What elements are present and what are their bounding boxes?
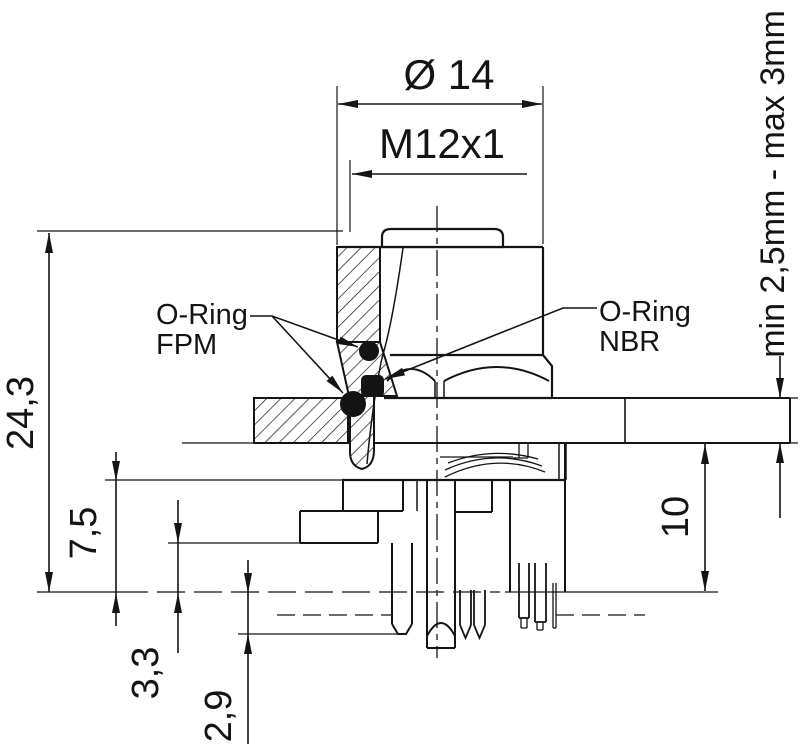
- mounting-panel-section: [182, 397, 798, 444]
- dim-height-step: 3,3: [125, 500, 300, 699]
- o-ring-fpm-lower: [340, 391, 366, 417]
- dim-diameter: Ø 14: [336, 51, 544, 245]
- dim-height-step-label: 3,3: [125, 647, 167, 700]
- dim-thread: M12x1: [349, 120, 527, 232]
- contact-pins: [391, 480, 486, 649]
- dim-diameter-label: Ø 14: [403, 51, 494, 98]
- dim-pin-protrusion: 2,9: [198, 560, 403, 744]
- dim-pin-protrusion-label: 2,9: [198, 690, 240, 743]
- center-contact: [426, 480, 456, 649]
- o-ring-nbr: [361, 375, 384, 397]
- right-pin-2: [473, 590, 486, 641]
- dim-height-total-label: 24,3: [0, 376, 42, 450]
- rear-body: [299, 443, 567, 592]
- oring-fpm-callout: O-Ring FPM: [156, 299, 359, 394]
- hex-nut: [384, 353, 554, 400]
- dim-rear-depth: 10: [655, 444, 709, 591]
- o-ring-fpm-upper: [359, 341, 379, 361]
- oring-nbr-callout: O-Ring NBR: [384, 296, 691, 380]
- solder-tabs: [518, 563, 557, 631]
- left-pin: [391, 543, 413, 635]
- connector-body: [337, 227, 545, 465]
- dim-thread-label: M12x1: [379, 120, 505, 167]
- oring-nbr-label-line1: O-Ring: [599, 296, 691, 328]
- dim-panel-thickness: min 2,5mm - max 3mm: [754, 10, 792, 518]
- reference-lines: [37, 591, 718, 616]
- dim-panel-thickness-label: min 2,5mm - max 3mm: [754, 10, 792, 358]
- dim-height-flange-label: 7,5: [63, 507, 105, 560]
- oring-fpm-label-line2: FPM: [156, 329, 217, 361]
- right-pin-1: [459, 590, 472, 641]
- dim-height-flange: 7,5: [63, 452, 342, 626]
- oring-fpm-label-line1: O-Ring: [156, 299, 248, 331]
- mating-face-cap: [380, 227, 505, 249]
- dim-rear-depth-label: 10: [655, 496, 697, 538]
- lock-washer-arcs: [444, 452, 546, 478]
- oring-nbr-label-line2: NBR: [599, 326, 660, 358]
- dim-height-total: 24,3: [0, 230, 343, 592]
